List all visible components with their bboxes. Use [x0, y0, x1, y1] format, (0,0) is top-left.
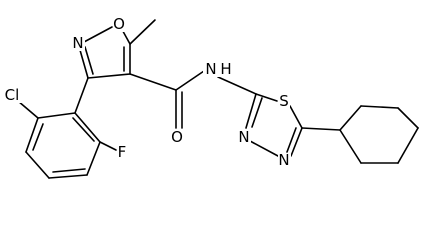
bond-isox-c3-c4	[87, 73, 131, 79]
bond-td-c2-n3-inner	[251, 97, 263, 128]
svg-text:O: O	[113, 15, 125, 33]
molecule-diagram: O N Cl F O N H S N	[1, 15, 419, 179]
bond-isox-n-c3-inner	[84, 46, 94, 75]
svg-text:N: N	[238, 128, 249, 146]
bond-cy-1-2	[339, 105, 362, 131]
bond-td-n4-c5	[290, 127, 303, 157]
atom-labels: O N Cl F O N H S N	[1, 15, 291, 169]
svg-text:N: N	[72, 34, 83, 52]
svg-text:H: H	[220, 60, 231, 78]
atom-nh-amide: N H	[203, 60, 235, 78]
bond-c-cl	[17, 100, 39, 119]
bond-n-c2-thiadiazole	[217, 76, 257, 95]
bond-td-n3-n4	[249, 140, 279, 157]
atom-f: F	[117, 143, 129, 161]
bond-cy-3-4	[397, 107, 419, 129]
bond-ph-c6-c1	[74, 112, 101, 143]
bond-ph-c3-c4	[25, 151, 50, 179]
bond-lines	[17, 19, 419, 179]
bond-ph-c1-c2	[37, 112, 76, 119]
svg-text:Cl: Cl	[5, 86, 20, 104]
bond-ph-c4-c5	[48, 174, 88, 179]
atom-n-isoxazole: N	[72, 34, 85, 52]
bond-ph-c6-c1-inner	[72, 117, 95, 142]
bond-cy-6-1	[339, 129, 362, 164]
bond-ph-c2-c3	[25, 117, 39, 153]
bond-td-c2-n3	[245, 93, 257, 129]
svg-text:F: F	[118, 143, 127, 161]
bond-c-f	[99, 141, 117, 151]
bond-ph-c2-c3-inner	[32, 123, 44, 151]
bond-cy-2-3	[360, 105, 399, 109]
bond-td-c5-s	[289, 105, 303, 129]
svg-text:N: N	[278, 151, 289, 169]
bond-td-n4-c5-inner	[286, 127, 297, 153]
bond-carbonyl-n	[175, 70, 205, 91]
atom-o-isoxazole: O	[113, 15, 126, 33]
atom-s-thiadiazole: S	[278, 92, 290, 110]
bond-cy-4-5	[397, 127, 419, 164]
atom-o-carbonyl: O	[171, 128, 184, 146]
bond-ph-c5-c6	[86, 141, 101, 176]
bond-td-c5-cy	[301, 127, 341, 131]
bond-ph-c4-c5-inner	[52, 168, 86, 173]
bond-td-c2-s	[255, 93, 278, 102]
bond-c4-carbonyl	[129, 73, 177, 91]
bond-c3-aryl	[74, 77, 89, 114]
svg-text:N: N	[205, 60, 216, 78]
atom-n-thiadiazole-1: N	[238, 128, 251, 146]
bond-methyl	[129, 19, 156, 45]
svg-text:O: O	[171, 128, 183, 146]
svg-text:S: S	[279, 92, 289, 110]
atom-cl: Cl	[1, 86, 23, 104]
bond-isox-o-n	[83, 26, 113, 43]
atom-n-thiadiazole-2: N	[278, 151, 291, 169]
